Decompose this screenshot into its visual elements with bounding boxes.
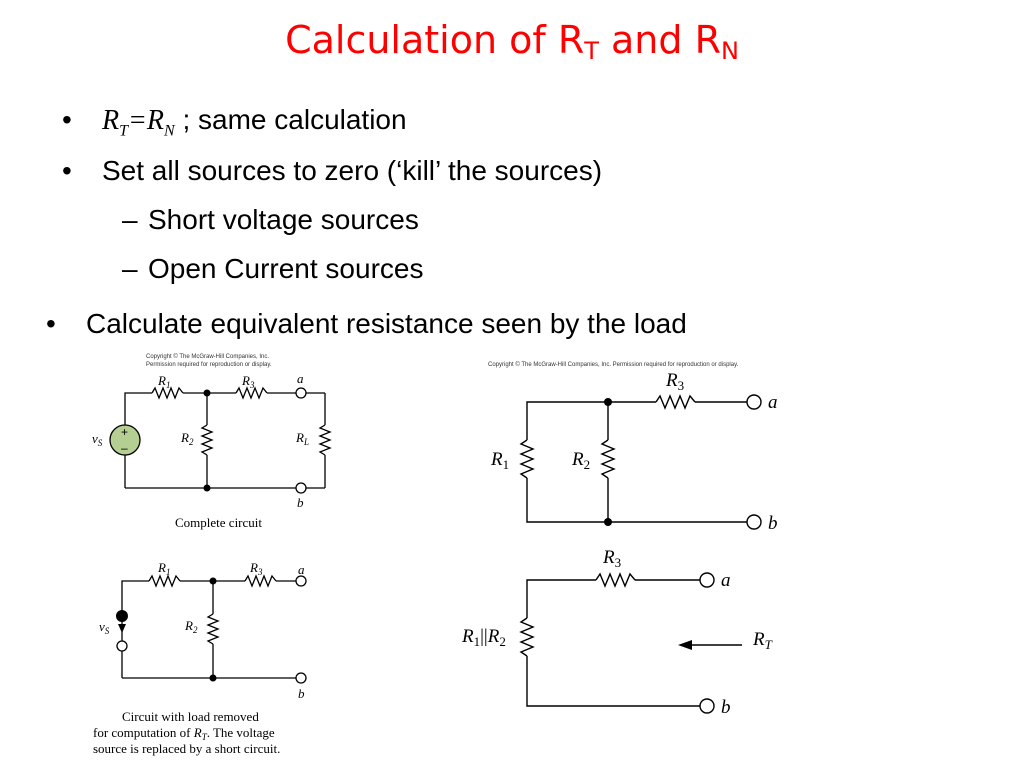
arrow-left-icon (678, 640, 692, 650)
svg-text:b: b (721, 697, 731, 718)
svg-text:R3: R3 (665, 370, 684, 393)
svg-text:a: a (298, 562, 305, 577)
svg-text:b: b (297, 495, 304, 510)
voltage-source-icon (109, 424, 141, 456)
svg-text:b: b (768, 513, 778, 534)
svg-text:R1: R1 (490, 449, 509, 472)
svg-text:+: + (121, 425, 128, 439)
svg-text:source is replaced by a short: source is replaced by a short circuit. (93, 741, 280, 756)
svg-text:RT: RT (752, 629, 773, 652)
svg-text:R3: R3 (602, 547, 621, 570)
svg-text:Permission required for reprod: Permission required for reproduction or … (146, 362, 272, 368)
bullet-set-sources-zero: •Set all sources to zero (‘kill’ the sou… (62, 155, 603, 186)
short-arrow-icon (118, 624, 126, 633)
svg-text:R3: R3 (241, 373, 255, 390)
figure-load-removed (116, 574, 307, 684)
svg-text:Copyright © The McGraw-Hill Co: Copyright © The McGraw-Hill Companies, I… (146, 353, 269, 360)
svg-text:R2: R2 (184, 618, 198, 635)
svg-text:a: a (721, 570, 731, 591)
svg-text:R1: R1 (157, 560, 170, 577)
figure-rt-step2 (519, 572, 742, 714)
subbullet-short-voltage: –Short voltage sources (122, 204, 419, 235)
svg-text:a: a (768, 392, 778, 413)
svg-text:R2: R2 (571, 449, 590, 472)
svg-text:R2: R2 (180, 430, 194, 447)
equation-rt-rn: RT=RN (102, 105, 175, 140)
svg-text:R3: R3 (249, 560, 263, 577)
svg-text:vS: vS (92, 431, 103, 448)
subbullet-open-current: –Open Current sources (122, 253, 424, 284)
figure-rt-step1 (519, 394, 762, 530)
bullet-rt-equals-rn: • RT=RN ; same calculation (62, 104, 407, 140)
svg-text:R1||R2: R1||R2 (461, 626, 506, 649)
svg-text:for computation of RT. The vol: for computation of RT. The voltage (93, 725, 275, 742)
svg-text:Copyright © The McGraw-Hill Co: Copyright © The McGraw-Hill Companies, I… (488, 361, 739, 368)
svg-text:–: – (121, 441, 128, 455)
svg-text:a: a (297, 371, 304, 386)
svg-text:b: b (298, 686, 305, 701)
svg-text:Circuit with load removed: Circuit with load removed (122, 709, 259, 724)
svg-text:Complete circuit: Complete circuit (175, 515, 262, 530)
bullet-calc-equivalent: •Calculate equivalent resistance seen by… (46, 308, 687, 339)
slide-title: Calculation of RT and RN (285, 18, 739, 65)
svg-text:RL: RL (295, 430, 309, 447)
svg-text:R1: R1 (157, 373, 170, 390)
svg-text:vS: vS (99, 619, 110, 636)
short-node-top (116, 610, 128, 622)
